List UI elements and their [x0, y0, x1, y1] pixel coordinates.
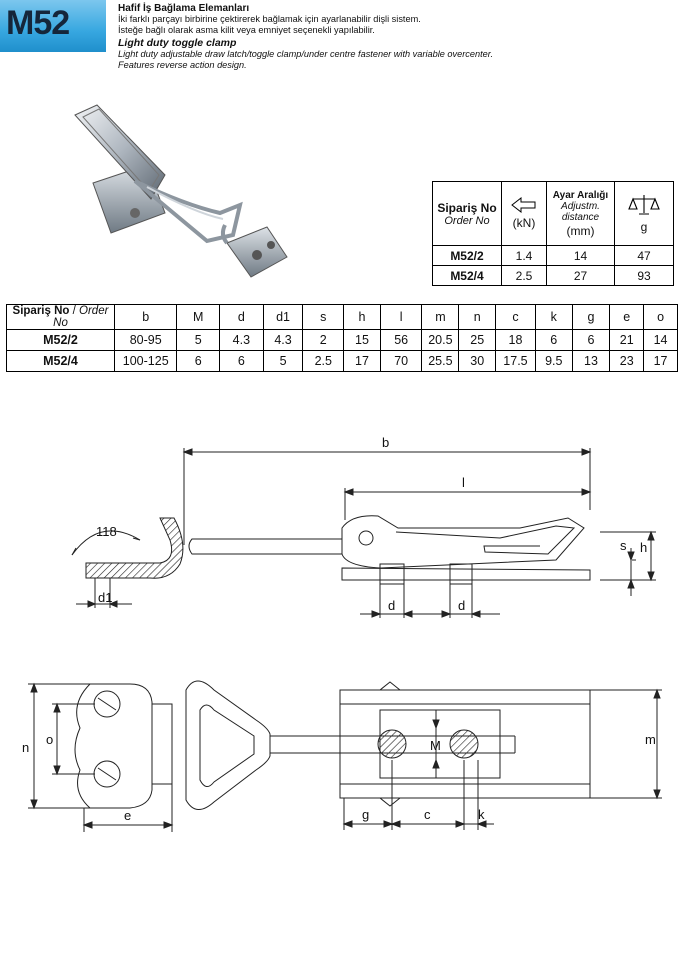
- dim-col-header: h: [343, 304, 381, 330]
- arrow-left-icon: [511, 196, 536, 214]
- dim-order-header: Sipariş No / Order No: [6, 304, 115, 330]
- spec-table: Sipariş No Order No (kN) Ayar Aralığı Ad…: [432, 181, 674, 286]
- dim-label-o: o: [46, 732, 53, 747]
- dim-label-h: h: [640, 540, 647, 555]
- dim-col-header: c: [495, 304, 536, 330]
- dim-col-header: m: [421, 304, 460, 330]
- header-block: Hafif İş Bağlama Elemanları İki farklı p…: [118, 3, 678, 71]
- dimension-header-row: Sipariş No / Order No b M d d1 s h l m n…: [6, 304, 678, 330]
- dim-label-s: s: [620, 538, 627, 553]
- spec-adj-header: Ayar Aralığı Adjustm. distance (mm): [546, 181, 615, 246]
- dim-col-header: o: [643, 304, 678, 330]
- product-code-badge: M52: [0, 0, 106, 52]
- dim-col-header: d1: [262, 304, 304, 330]
- dim-label-M: M: [430, 738, 441, 753]
- dim-label-d-left: d: [388, 598, 395, 613]
- dim-col-header: d: [219, 304, 264, 330]
- spec-weight-header: g: [614, 181, 674, 246]
- dim-label-g: g: [362, 807, 369, 822]
- dimension-row: M52/4 100-125 6 6 5 2.5 17 70 25.5 30 17…: [6, 350, 678, 372]
- dim-col-header: M: [176, 304, 221, 330]
- dim-label-c: c: [424, 807, 431, 822]
- title-tr: Hafif İş Bağlama Elemanları: [118, 3, 250, 14]
- dim-col-header: g: [571, 304, 611, 330]
- desc-tr-1: İki farklı parçayı birbirine çektirerek …: [118, 14, 421, 25]
- dim-label-m: m: [645, 732, 656, 747]
- dimension-table: Sipariş No / Order No b M d d1 s h l m n…: [6, 304, 678, 372]
- dim-col-header: b: [113, 304, 178, 330]
- dim-label-b: b: [382, 435, 389, 450]
- dim-label-angle: 118: [96, 524, 117, 539]
- dim-col-header: l: [379, 304, 423, 330]
- dim-label-d1: d1: [98, 590, 112, 605]
- product-photo: [74, 104, 288, 278]
- dimension-row: M52/2 80-95 5 4.3 4.3 2 15 56 20.5 25 18…: [6, 329, 678, 351]
- spec-order-header: Sipariş No Order No: [432, 181, 502, 246]
- desc-en-1: Light duty adjustable draw latch/toggle …: [118, 48, 494, 59]
- title-en: Light duty toggle clamp: [118, 36, 237, 49]
- dim-label-n: n: [22, 740, 29, 755]
- dim-col-header: n: [458, 304, 497, 330]
- spec-force-header: (kN): [501, 181, 547, 246]
- dim-label-d-right: d: [458, 598, 465, 613]
- spec-row: M52/2 1.4 14 47: [432, 245, 674, 266]
- technical-drawing: b l s h d d 118 d1 n o e M m g c k: [22, 435, 662, 832]
- dim-col-header: k: [534, 304, 573, 330]
- product-code: M52: [6, 4, 70, 42]
- dim-col-header: e: [609, 304, 645, 330]
- dim-label-k: k: [478, 807, 485, 822]
- desc-en-2: Features reverse action design.: [118, 60, 247, 71]
- spec-row: M52/4 2.5 27 93: [432, 265, 674, 286]
- dim-col-header: s: [302, 304, 345, 330]
- dim-label-e: e: [124, 808, 131, 823]
- balance-scale-icon: [628, 195, 660, 215]
- desc-tr-2: İsteğe bağlı olarak asma kilit veya emni…: [118, 25, 375, 36]
- dim-label-l: l: [462, 475, 465, 490]
